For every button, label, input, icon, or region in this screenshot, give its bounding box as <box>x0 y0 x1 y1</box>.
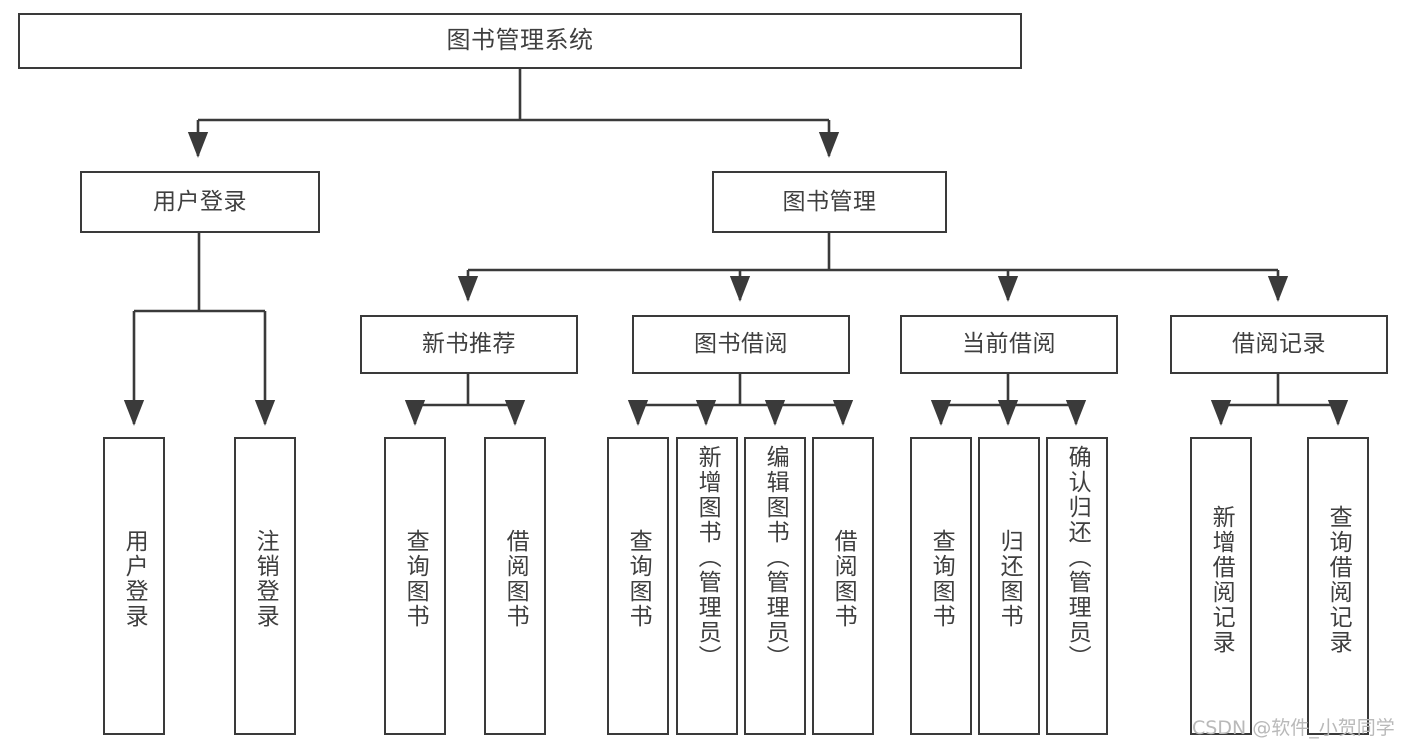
node-label: 当前借阅 <box>962 331 1056 358</box>
leaf-user-login-login[interactable]: 用户登录 <box>103 437 165 735</box>
node-label: 图书借阅 <box>694 331 788 358</box>
node-label: 归还图书 <box>996 529 1023 629</box>
node-label: 新增图书（管理员） <box>694 445 721 670</box>
leaf-new-book-borrow[interactable]: 借阅图书 <box>484 437 546 735</box>
node-new-book-recommend[interactable]: 新书推荐 <box>360 315 578 374</box>
node-user-login[interactable]: 用户登录 <box>80 171 320 233</box>
node-label: 查询图书 <box>402 529 429 629</box>
leaf-current-borrow-return[interactable]: 归还图书 <box>978 437 1040 735</box>
node-label: 图书管理 <box>782 188 877 215</box>
leaf-book-borrow-add[interactable]: 新增图书（管理员） <box>676 437 738 735</box>
leaf-new-book-query[interactable]: 查询图书 <box>384 437 446 735</box>
leaf-current-borrow-query[interactable]: 查询图书 <box>910 437 972 735</box>
node-label: 查询图书 <box>625 529 652 629</box>
node-label: 新增借阅记录 <box>1208 505 1235 655</box>
node-current-borrow[interactable]: 当前借阅 <box>900 315 1118 374</box>
node-book-borrow[interactable]: 图书借阅 <box>632 315 850 374</box>
node-label: 用户登录 <box>153 188 247 215</box>
leaf-user-login-logout[interactable]: 注销登录 <box>234 437 296 735</box>
leaf-current-borrow-confirm-return[interactable]: 确认归还（管理员） <box>1046 437 1108 735</box>
node-label: 借阅记录 <box>1232 331 1326 358</box>
leaf-book-borrow-borrow[interactable]: 借阅图书 <box>812 437 874 735</box>
node-borrow-record[interactable]: 借阅记录 <box>1170 315 1388 374</box>
leaf-book-borrow-query[interactable]: 查询图书 <box>607 437 669 735</box>
node-label: 图书管理系统 <box>446 26 594 55</box>
node-label: 新书推荐 <box>422 331 516 358</box>
node-book-management[interactable]: 图书管理 <box>712 171 947 233</box>
watermark: CSDN @软件_小贺同学 <box>1192 717 1395 739</box>
node-root-system[interactable]: 图书管理系统 <box>18 13 1022 69</box>
node-label: 借阅图书 <box>830 529 857 629</box>
leaf-borrow-record-add[interactable]: 新增借阅记录 <box>1190 437 1252 735</box>
node-label: 用户登录 <box>121 529 148 629</box>
node-label: 注销登录 <box>252 529 279 629</box>
node-label: 编辑图书（管理员） <box>762 445 789 670</box>
node-label: 查询借阅记录 <box>1325 505 1352 655</box>
node-label: 借阅图书 <box>502 529 529 629</box>
leaf-book-borrow-edit[interactable]: 编辑图书（管理员） <box>744 437 806 735</box>
node-label: 确认归还（管理员） <box>1064 445 1091 670</box>
node-label: 查询图书 <box>928 529 955 629</box>
leaf-borrow-record-query[interactable]: 查询借阅记录 <box>1307 437 1369 735</box>
